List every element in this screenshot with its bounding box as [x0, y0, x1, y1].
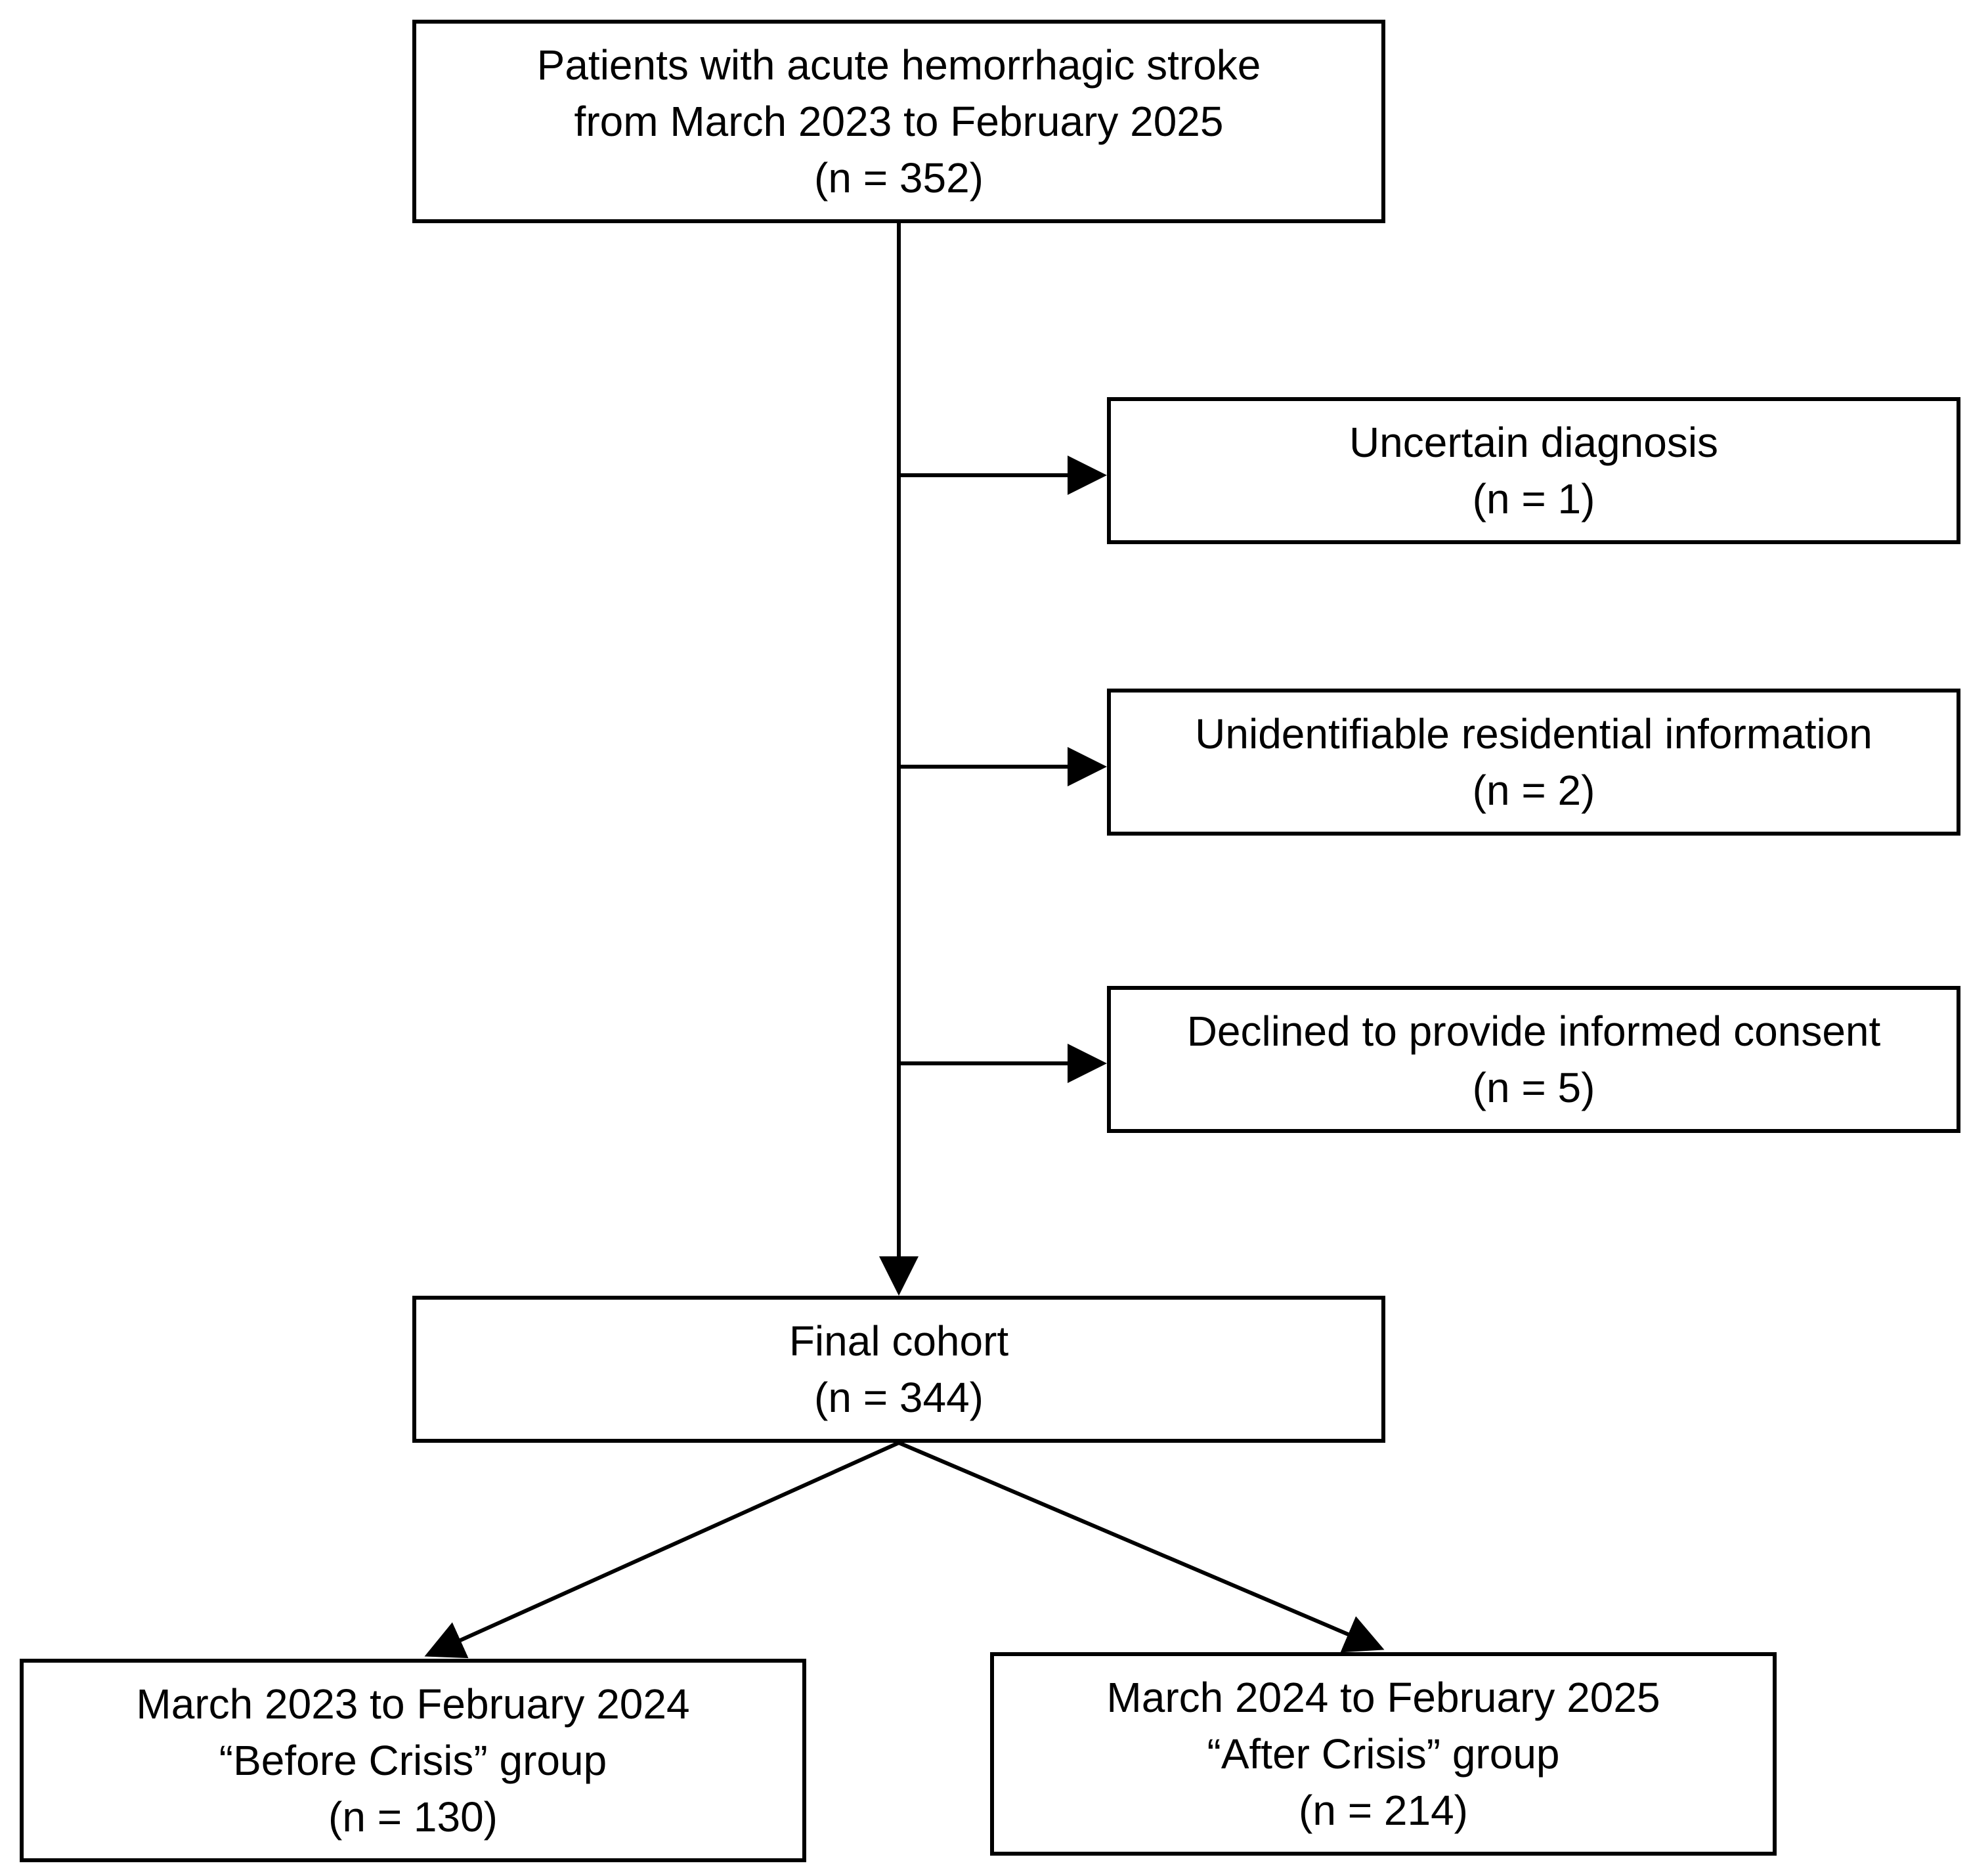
- group-count: (n = 214): [1299, 1787, 1468, 1834]
- group-name: “Before Crisis” group: [219, 1737, 607, 1784]
- split-arrow-right: [898, 1441, 1385, 1653]
- group-count: (n = 130): [328, 1793, 498, 1841]
- source-line-2: from March 2023 to February 2025: [574, 98, 1224, 145]
- exclusion-label: Declined to provide informed consent: [1186, 1008, 1881, 1055]
- source-population-box: Patients with acute hemorrhagic stroke f…: [412, 20, 1385, 223]
- exclusion-label: Uncertain diagnosis: [1349, 419, 1719, 466]
- exclusion-box-residential-information: Unidentifiable residential information (…: [1107, 689, 1960, 836]
- exclusion-label: Unidentifiable residential information: [1195, 710, 1872, 757]
- final-cohort-count: (n = 344): [814, 1374, 984, 1421]
- exclusion-count: (n = 5): [1472, 1064, 1595, 1111]
- exclusion-box-declined-consent: Declined to provide informed consent (n …: [1107, 986, 1960, 1133]
- exclusion-box-uncertain-diagnosis: Uncertain diagnosis (n = 1): [1107, 397, 1960, 544]
- split-arrow-left: [424, 1441, 900, 1659]
- after-crisis-group-box: March 2024 to February 2025 “After Crisi…: [990, 1652, 1777, 1856]
- before-crisis-group-box: March 2023 to February 2024 “Before Cris…: [20, 1659, 806, 1862]
- exclusion-count: (n = 2): [1472, 767, 1595, 814]
- source-line-1: Patients with acute hemorrhagic stroke: [536, 41, 1261, 89]
- final-cohort-box: Final cohort (n = 344): [412, 1296, 1385, 1443]
- group-name: “After Crisis” group: [1207, 1730, 1560, 1778]
- final-cohort-label: Final cohort: [789, 1317, 1009, 1365]
- exclusion-count: (n = 1): [1472, 475, 1595, 522]
- group-period: March 2023 to February 2024: [136, 1680, 690, 1728]
- source-count: (n = 352): [814, 154, 984, 202]
- group-period: March 2024 to February 2025: [1106, 1674, 1660, 1721]
